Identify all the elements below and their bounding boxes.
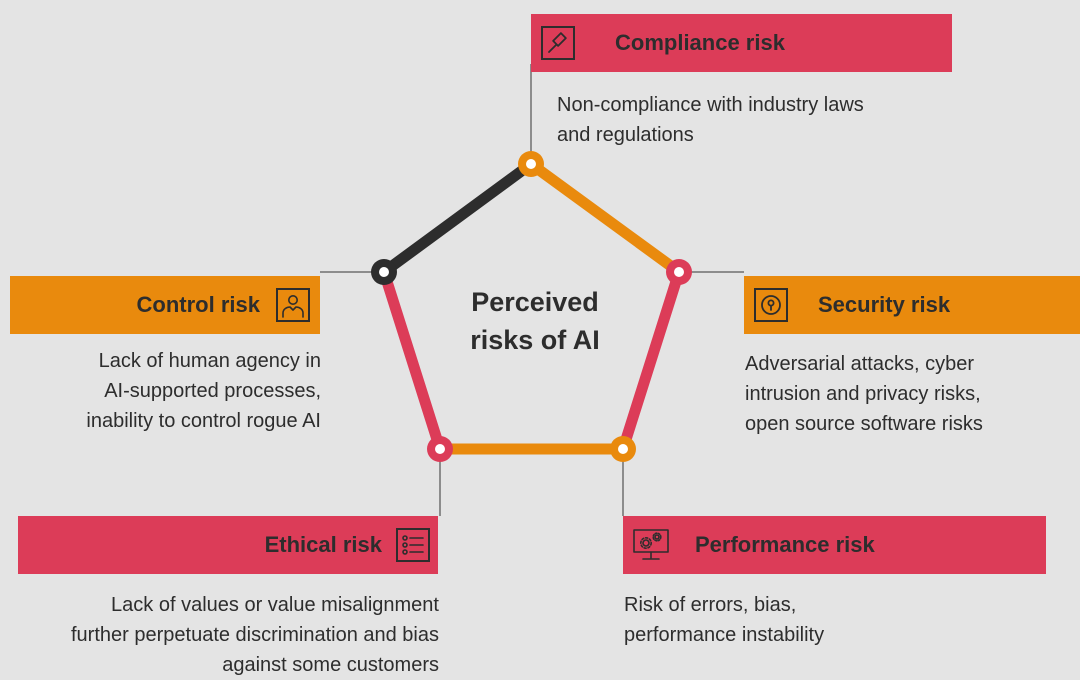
security-risk-header: Security risk: [744, 276, 1080, 334]
ethical-risk-description: Lack of values or value misalignment fur…: [71, 590, 439, 680]
security-risk-description: Adversarial attacks, cyber intrusion and…: [745, 349, 983, 439]
security-risk-title: Security risk: [818, 292, 951, 317]
compliance-risk-description: Non-compliance with industry laws and re…: [557, 90, 864, 150]
description-line: open source software risks: [745, 413, 983, 435]
ethical-risk-header: Ethical risk: [18, 516, 438, 574]
description-line: Lack of values or value misalignment: [111, 594, 439, 616]
performance-risk-title: Performance risk: [695, 532, 875, 557]
monitor-gears-icon: [631, 528, 671, 562]
description-line: and regulations: [557, 124, 694, 146]
performance-risk-header: Performance risk: [623, 516, 1046, 574]
description-line: inability to control rogue AI: [86, 410, 321, 432]
description-line: performance instability: [624, 624, 825, 646]
center-title: Perceived risks of AI: [430, 283, 640, 359]
lock-icon: [754, 288, 788, 322]
node-performance-center: [618, 444, 628, 454]
pentagon-edge-ethical-control: [378, 266, 446, 455]
description-line: Lack of human agency in: [98, 350, 321, 372]
control-risk-title: Control risk: [136, 292, 260, 317]
center-title-line: Perceived: [471, 287, 599, 317]
pentagon-edge-compliance-control: [378, 158, 537, 278]
description-line: intrusion and privacy risks,: [745, 383, 981, 405]
compliance-risk-title: Compliance risk: [615, 30, 785, 55]
description-line: Adversarial attacks, cyber: [745, 353, 974, 375]
description-line: Non-compliance with industry laws: [557, 94, 864, 116]
node-compliance-center: [526, 159, 536, 169]
person-icon: [276, 288, 310, 322]
performance-risk-description: Risk of errors, bias, performance instab…: [624, 590, 824, 650]
node-control-center: [379, 267, 389, 277]
description-line: Risk of errors, bias,: [624, 594, 797, 616]
compliance-risk-header: Compliance risk: [531, 14, 952, 72]
node-security-center: [674, 267, 684, 277]
control-risk-header: Control risk: [10, 276, 320, 334]
pentagon-nodes: [371, 151, 692, 462]
center-title-line: risks of AI: [470, 325, 600, 355]
pentagon-edge-compliance-security: [525, 158, 685, 278]
description-line: against some customers: [222, 654, 439, 676]
ethical-risk-title: Ethical risk: [264, 532, 382, 557]
gavel-icon: [541, 26, 575, 60]
pentagon-edges: [378, 158, 685, 455]
description-line: AI-supported processes,: [104, 380, 321, 402]
checklist-icon: [396, 528, 430, 562]
node-ethical-center: [435, 444, 445, 454]
pentagon-edge-security-performance: [617, 266, 685, 455]
description-line: further perpetuate discrimination and bi…: [71, 624, 439, 646]
control-risk-description: Lack of human agency in AI-supported pro…: [86, 346, 321, 436]
